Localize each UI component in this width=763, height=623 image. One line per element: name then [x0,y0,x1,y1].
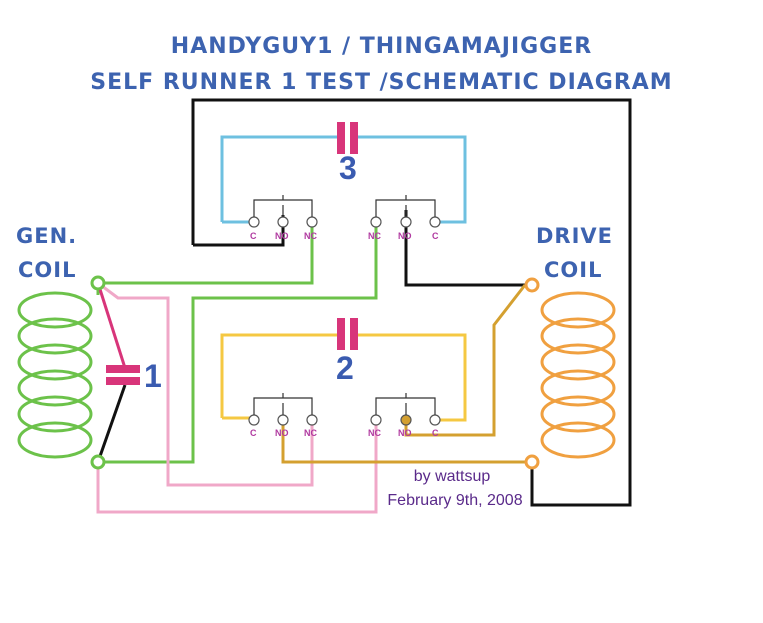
relay2-pin-nc-right: NC [368,428,381,438]
gen-coil-label-2: COIL [18,258,77,282]
black-relay3-c [193,215,285,247]
gen-coil [17,291,93,459]
relay3-switch-arms [253,195,436,217]
relay3-pin-c-left: C [250,231,257,241]
gold-relay2-wire [404,284,527,437]
drive-coil-terminal-top [524,277,540,293]
relay2-pin-no-left: NO [275,428,289,438]
relay3-pin-no-right: NO [398,231,412,241]
relay3-capacitor-right [350,122,358,154]
relay1-capacitor-top [106,365,140,373]
black-outer-loop [191,98,632,507]
relay1-capacitor-bottom [106,377,140,385]
relay3-pin-nc-right: NC [368,231,381,241]
drive-coil-label-1: DRIVE [536,224,614,248]
black-relay3-to-drive [404,210,525,287]
relay3-pin-c-right: C [432,231,439,241]
green-top-wire [96,218,314,295]
relay1-label: 1 [144,358,162,394]
relay3-frame [220,135,467,224]
relay3-contacts [248,216,441,228]
relay3-pin-no-left: NO [275,231,289,241]
drive-coil [540,291,616,459]
black-gen-diag [96,384,127,463]
gold-bottom-wire [281,420,532,464]
credit-author: by wattsup [413,468,491,485]
relay2-pin-c-left: C [250,428,257,438]
diagram-title-line2: SELF RUNNER 1 TEST /SCHEMATIC DIAGRAM [90,70,673,95]
pink-wire-b [96,420,378,514]
relay2-frame [220,333,467,422]
relay2-pin-c-right: C [432,428,439,438]
relay2-capacitor-left [337,318,345,350]
relay3-pin-nc-left: NC [304,231,317,241]
gen-coil-terminal-bottom [90,454,106,470]
drive-coil-terminal-bottom [524,454,540,470]
drive-coil-label-2: COIL [544,258,603,282]
pink-wire-a [97,281,314,487]
relay2-pin-no-right: NO [398,428,412,438]
relay2-capacitor-right [350,318,358,350]
credit-date: February 9th, 2008 [387,492,523,509]
gen-coil-label-1: GEN. [16,224,78,248]
relay2-contacts [248,414,441,426]
relay2-label: 2 [336,350,354,386]
magenta-wire [96,282,127,369]
relay2-switch-arms [253,393,436,415]
relay2-pin-nc-left: NC [304,428,317,438]
green-mid-wire [98,218,378,464]
diagram-title-line1: HANDYGUY1 / THINGAMAJIGGER [170,34,593,59]
relay3-label: 3 [339,150,357,186]
relay3-capacitor-left [337,122,345,154]
gen-coil-terminal-top [90,275,106,291]
